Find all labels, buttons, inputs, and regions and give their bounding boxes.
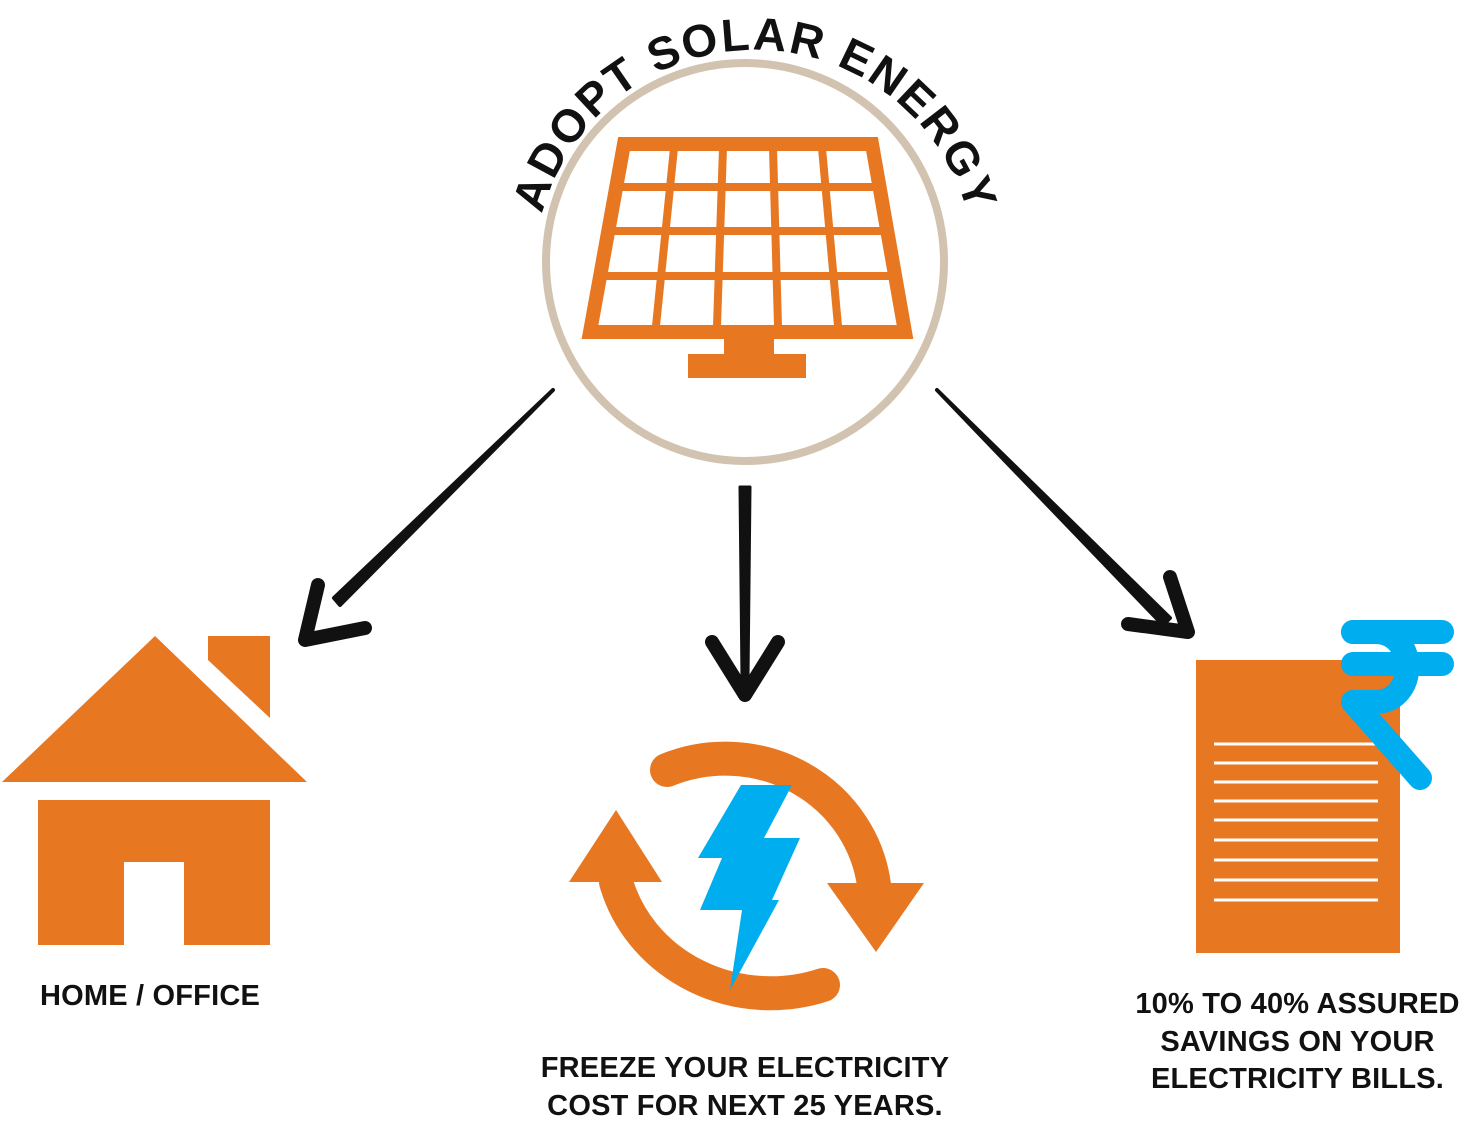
caption-home-office: HOME / OFFICE bbox=[0, 978, 300, 1016]
caption-home-line: HOME / OFFICE bbox=[39, 980, 261, 1012]
renew-lightning-icon bbox=[569, 741, 924, 1011]
arrow-to-freeze bbox=[705, 485, 785, 702]
caption-savings-line-3: ELECTRICITY BILLS. bbox=[1150, 1063, 1445, 1096]
house-icon bbox=[2, 636, 307, 945]
caption-savings-line-2: SAVINGS ON YOUR bbox=[1160, 1025, 1435, 1058]
caption-assured-savings: 10% TO 40% ASSURED SAVINGS ON YOUR ELECT… bbox=[1105, 986, 1484, 1099]
arrow-to-home bbox=[298, 388, 555, 647]
solar-panel-icon bbox=[581, 137, 914, 378]
caption-freeze-cost: FREEZE YOUR ELECTRICITY COST FOR NEXT 25… bbox=[490, 1050, 1000, 1125]
solar-ring bbox=[542, 59, 948, 465]
bill-rupee-icon bbox=[1196, 620, 1454, 953]
caption-savings-line-1: 10% TO 40% ASSURED bbox=[1135, 988, 1460, 1020]
caption-freeze-line-1: FREEZE YOUR ELECTRICITY bbox=[540, 1052, 950, 1084]
rupee-icon bbox=[1341, 620, 1454, 790]
arrow-to-savings bbox=[935, 388, 1195, 639]
caption-freeze-line-2: COST FOR NEXT 25 YEARS. bbox=[547, 1089, 943, 1122]
